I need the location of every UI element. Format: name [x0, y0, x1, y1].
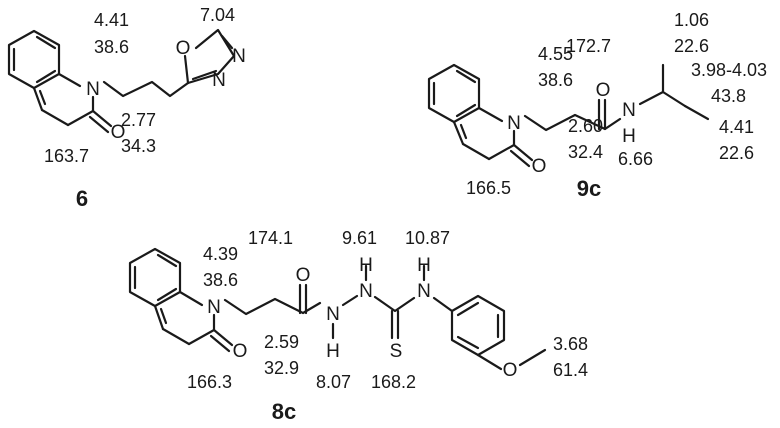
- atom-o-amide: O: [596, 80, 611, 101]
- shift-ch2n-h: 4.55: [538, 44, 573, 64]
- atom-n-ring-2: N: [212, 70, 226, 91]
- atom-n: N: [86, 79, 100, 100]
- atom-nh1-n: N: [326, 304, 340, 325]
- shift-carbonyl-c: 166.5: [466, 178, 511, 198]
- shift-ch2n-c: 38.6: [94, 37, 129, 57]
- propanoyl-chain: [223, 297, 322, 316]
- shift-amide-c: 172.7: [566, 36, 611, 56]
- shift-oxadiazole-h: 7.04: [200, 5, 235, 25]
- shift-ch3b-c: 22.6: [719, 143, 754, 163]
- isopropyl: [638, 90, 687, 108]
- shift-amide-c: 174.1: [248, 228, 293, 248]
- shift-carbonyl-c: 166.3: [187, 372, 232, 392]
- shift-ch2n-c: 38.6: [538, 70, 573, 90]
- shift-ch2-h: 2.59: [264, 332, 299, 352]
- atom-nh2-h: H: [359, 255, 373, 276]
- atom-o-methoxy: O: [503, 360, 518, 381]
- shift-ch3-c: 22.6: [674, 36, 709, 56]
- atom-n: N: [507, 113, 521, 134]
- shift-ch-h: 3.98-4.03: [691, 60, 767, 80]
- propanoyl-chain: [523, 113, 622, 132]
- shift-ch2n-h: 4.41: [94, 10, 129, 30]
- atom-nh3-n: N: [417, 281, 431, 302]
- atom-o-amide: O: [296, 265, 311, 286]
- benzene-ring: [128, 247, 182, 308]
- shift-nh1-h: 8.07: [316, 372, 351, 392]
- compound-6: N O O N N 4.41 38.6 7.04 2.77 34.3 163.7…: [7, 5, 246, 211]
- atom-nh1-h: H: [326, 341, 340, 362]
- atom-o-carbonyl: O: [233, 341, 248, 362]
- shift-ch2-h: 2.77: [121, 110, 156, 130]
- shift-nh-h: 6.66: [618, 149, 653, 169]
- benzene-ring: [427, 63, 481, 124]
- shift-nh3-h: 10.87: [405, 228, 450, 248]
- compound-label-8c: 8c: [272, 399, 296, 424]
- atom-n-ring-1: N: [232, 46, 246, 67]
- oxadiazole-ring: [186, 28, 236, 85]
- atom-o-carbonyl: O: [111, 122, 126, 143]
- benzene-ring: [7, 29, 61, 90]
- carbonyl-bond: [91, 109, 113, 128]
- carbonyl-bond: [212, 328, 234, 347]
- atom-nh3-h: H: [417, 255, 431, 276]
- atom-o-ring: O: [176, 38, 191, 59]
- compound-8c: N O O N H N H S N H O 174.1 9.61 10.87 4…: [128, 228, 588, 424]
- atom-s: S: [390, 341, 403, 362]
- compound-label-6: 6: [76, 186, 88, 211]
- shift-ch2-c: 34.3: [121, 136, 156, 156]
- compound-label-9c: 9c: [577, 176, 601, 201]
- shift-ch3b-h: 4.41: [719, 117, 754, 137]
- shift-ch2-c: 32.4: [568, 142, 603, 162]
- carbonyl-bond: [512, 143, 534, 162]
- thiourea-core: [373, 295, 416, 313]
- shift-ch2n-c: 38.6: [203, 270, 238, 290]
- shift-nh2-h: 9.61: [342, 228, 377, 248]
- shift-ch2-h: 2.60: [568, 116, 603, 136]
- atom-o-carbonyl: O: [532, 156, 547, 177]
- ethyl-linker: [102, 80, 190, 98]
- shift-ch2n-h: 4.39: [203, 244, 238, 264]
- methoxyphenyl-ring: [450, 294, 506, 357]
- atom-nh2-n: N: [359, 281, 373, 302]
- atom-nh-n: N: [622, 100, 636, 121]
- atom-nh-h: H: [622, 126, 636, 147]
- shift-ch2-c: 32.9: [264, 358, 299, 378]
- atom-n: N: [207, 297, 221, 318]
- shift-thio-c: 168.2: [371, 372, 416, 392]
- shift-ch-c: 43.8: [711, 86, 746, 106]
- shift-carbonyl-c: 163.7: [44, 146, 89, 166]
- shift-och3-h: 3.68: [553, 334, 588, 354]
- shift-ch3-h: 1.06: [674, 10, 709, 30]
- shift-och3-c: 61.4: [553, 360, 588, 380]
- compound-9c: N O O N H 172.7 1.06 22.6 4.55 38.6 3.98…: [427, 10, 767, 201]
